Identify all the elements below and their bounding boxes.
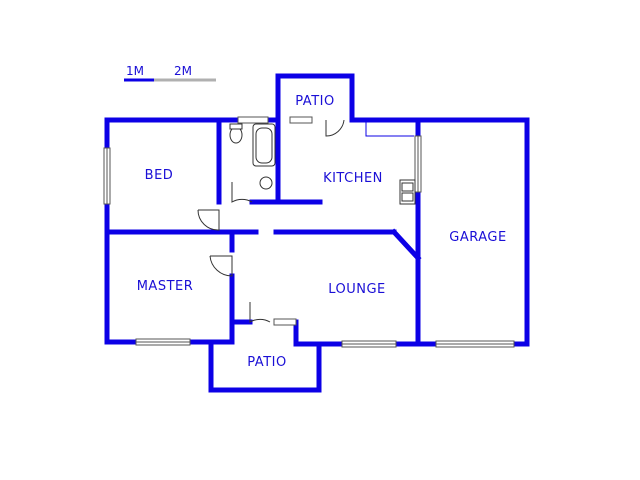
room-label-lounge: LOUNGE: [328, 282, 386, 297]
kitchen-counter: [365, 120, 414, 137]
wall-bottom-patio: [208, 339, 322, 393]
bathroom-fixtures: [229, 123, 276, 190]
room-labels: PATIO BED KITCHEN GARAGE MASTER LOUNGE P…: [137, 94, 507, 370]
kitchen-sink-icon: [399, 179, 416, 205]
scale-label-2m: 2M: [174, 64, 192, 78]
door-bath: [231, 182, 253, 203]
room-label-patio-top: PATIO: [295, 94, 334, 109]
room-label-kitchen: KITCHEN: [323, 171, 383, 186]
window-entry: [273, 318, 297, 326]
door-entry: [249, 302, 271, 323]
room-label-bed: BED: [145, 168, 174, 183]
basin-icon: [259, 176, 273, 190]
door-master: [209, 255, 233, 277]
windows: [103, 116, 515, 348]
wall-top-patio: [275, 73, 355, 123]
door-patio-top: [325, 119, 345, 137]
room-label-master: MASTER: [137, 279, 194, 294]
room-label-patio-bottom: PATIO: [247, 355, 286, 370]
door-bed: [197, 209, 220, 231]
window-patio-top: [289, 116, 313, 124]
wall-diagonal: [390, 228, 422, 262]
scale-bar: 1M 2M: [124, 64, 216, 82]
window-bath: [237, 116, 269, 124]
doors: [197, 119, 345, 323]
room-label-garage: GARAGE: [449, 230, 506, 245]
scale-label-1m: 1M: [126, 64, 144, 78]
